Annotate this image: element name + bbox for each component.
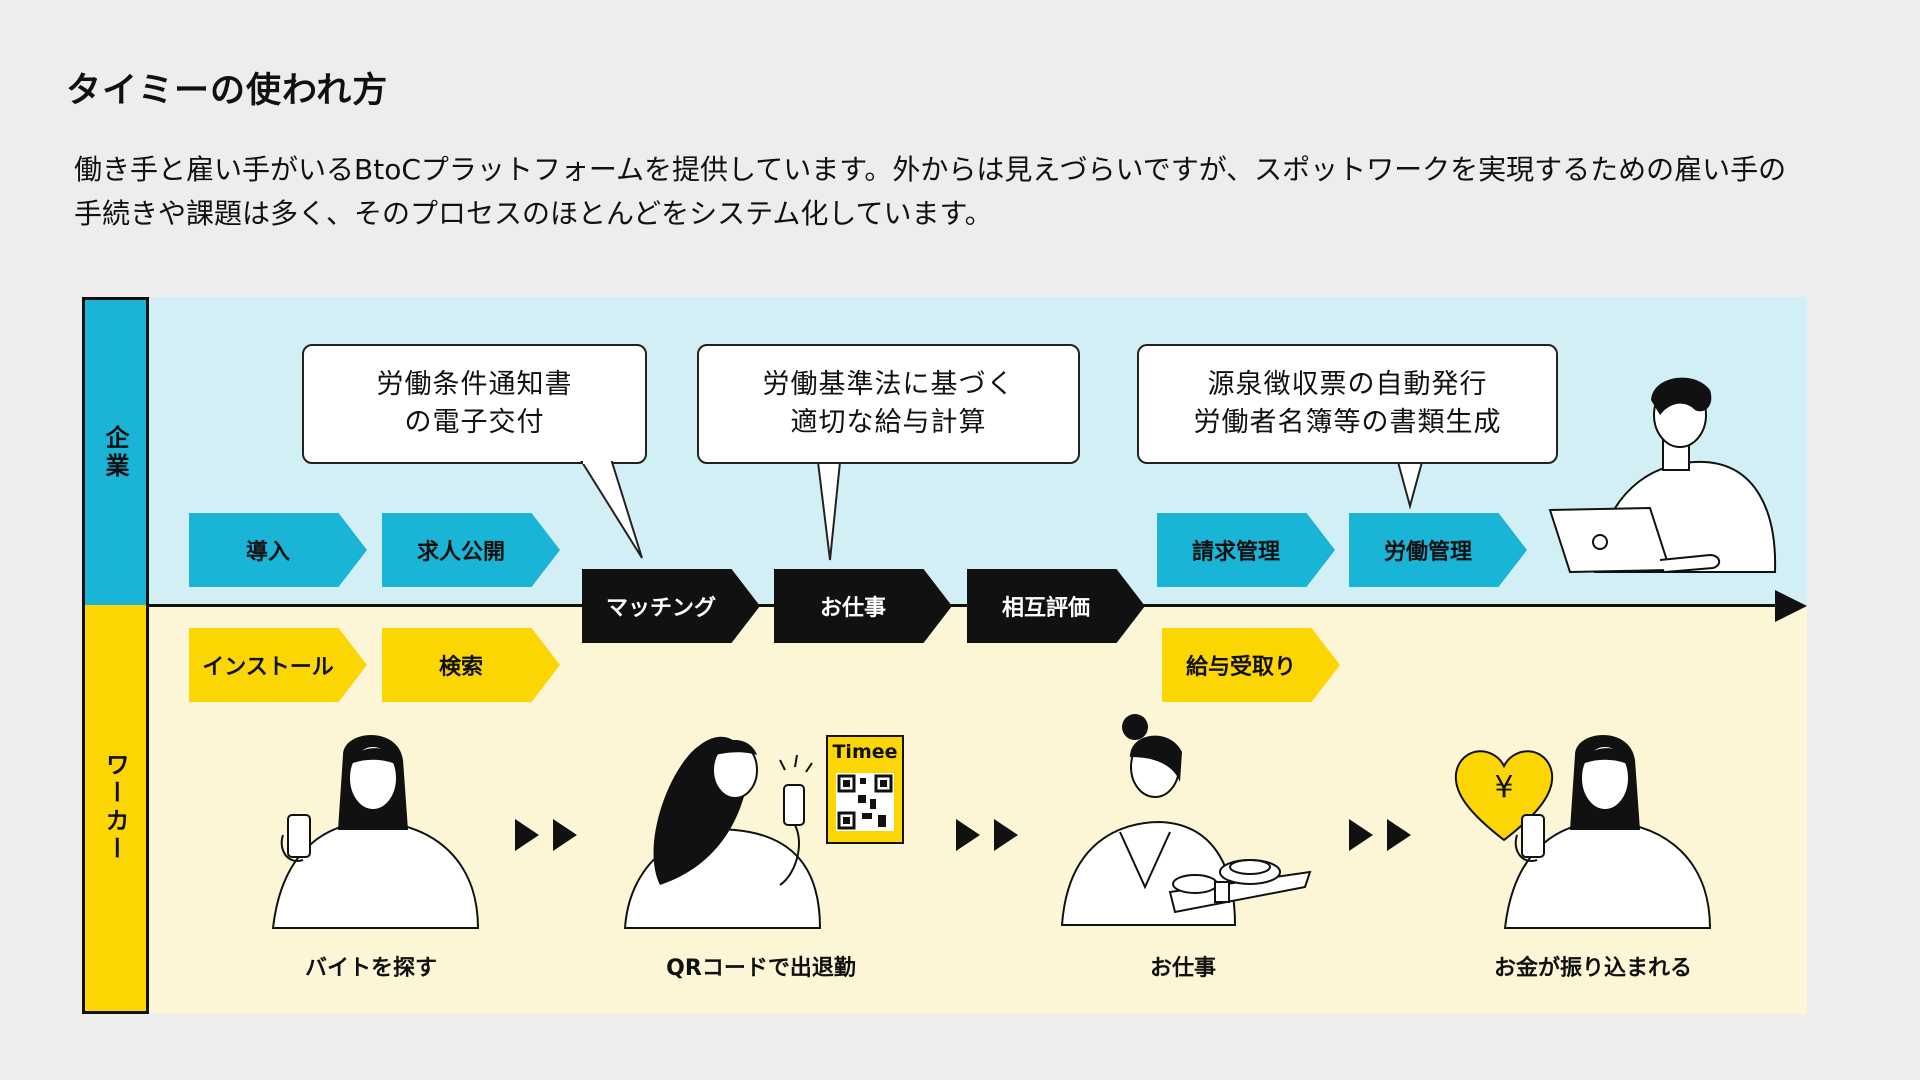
step-search: 検索 <box>382 628 560 702</box>
worker-qr-checkin-illustration <box>623 736 822 929</box>
bubble-3-line-1: 源泉徴収票の自動発行 <box>1207 369 1488 400</box>
step-work: お仕事 <box>774 569 952 643</box>
timeline-arrowhead <box>1775 590 1807 622</box>
company-person-laptop-illustration <box>1548 377 1777 574</box>
next-arrow-icon-3 <box>1349 819 1411 851</box>
bubble-documents: 源泉徴収票の自動発行 労働者名簿等の書類生成 <box>1137 344 1558 464</box>
step-receive-salary: 給与受取り <box>1162 628 1340 702</box>
step-install: インストール <box>189 628 367 702</box>
qr-code-card: Timee <box>826 735 904 844</box>
qr-brand-label: Timee <box>832 741 898 763</box>
worker-paid-illustration <box>1503 735 1712 929</box>
caption-get-paid: お金が振り込まれる <box>1493 956 1692 981</box>
timeline-axis <box>149 604 1779 607</box>
next-arrow-icon-2 <box>956 819 1018 851</box>
step-matching: マッチング <box>582 569 760 643</box>
company-lane-text: 企業 <box>101 424 129 481</box>
step-introduction: 導入 <box>189 513 367 587</box>
bubble-2-line-1: 労働基準法に基づく <box>762 369 1015 400</box>
worker-searching-illustration <box>271 735 480 929</box>
worker-lane-text: ワーカー <box>101 752 129 864</box>
description-line-1: 働き手と雇い手がいるBtoCプラットフォームを提供しています。外からは見えづらい… <box>74 153 1787 186</box>
bubble-2-line-2: 適切な給与計算 <box>790 407 987 438</box>
company-lane-label: 企業 <box>82 297 149 608</box>
qr-code-icon <box>836 773 894 831</box>
bubble-3-tail <box>1396 461 1424 510</box>
bubble-labor-conditions: 労働条件通知書 の電子交付 <box>302 344 647 464</box>
next-arrow-icon-1 <box>515 819 577 851</box>
caption-find-job: バイトを探す <box>304 956 437 981</box>
worker-working-illustration <box>1060 714 1312 926</box>
bubble-1-line-1: 労働条件通知書 <box>376 369 573 400</box>
bubble-1-tail <box>580 461 643 559</box>
description-line-2: 手続きや課題は多く、そのプロセスのほとんどをシステム化しています。 <box>74 197 993 230</box>
caption-qr-checkin: QRコードで出退勤 <box>666 956 856 981</box>
bubble-salary-calc: 労働基準法に基づく 適切な給与計算 <box>697 344 1080 464</box>
worker-lane-label: ワーカー <box>82 605 149 1014</box>
step-job-posting: 求人公開 <box>382 513 560 587</box>
bubble-1-line-2: の電子交付 <box>404 407 545 438</box>
caption-work: お仕事 <box>1149 956 1216 981</box>
description: 働き手と雇い手がいるBtoCプラットフォームを提供しています。外からは見えづらい… <box>74 148 1874 236</box>
bubble-2-tail <box>816 461 842 561</box>
bubble-3-line-2: 労働者名簿等の書類生成 <box>1193 407 1502 438</box>
step-labor-management: 労働管理 <box>1349 513 1527 587</box>
step-mutual-review: 相互評価 <box>967 569 1145 643</box>
heart-yen-symbol: ¥ <box>1494 770 1514 805</box>
step-billing-management: 請求管理 <box>1157 513 1335 587</box>
page-title: タイミーの使われ方 <box>66 71 389 111</box>
